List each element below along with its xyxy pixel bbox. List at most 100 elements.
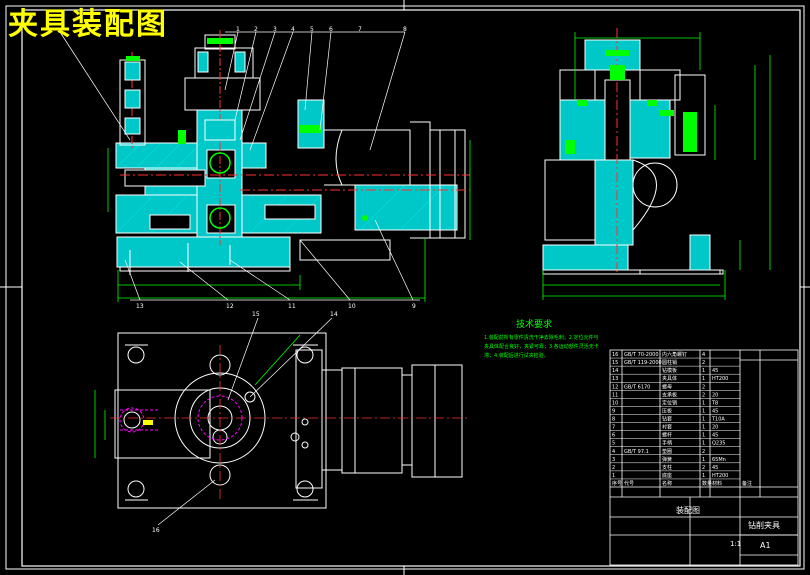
bom-cell: 45 <box>712 408 718 414</box>
bom-cell: 10 <box>612 400 618 406</box>
bom-cell: 4 <box>702 352 705 358</box>
balloon-11: 11 <box>288 303 296 310</box>
bom-cell: 1 <box>702 457 705 463</box>
bom-cell: 14 <box>612 368 618 374</box>
bom-header-cell: 备注 <box>742 480 752 487</box>
bom-cell: 13 <box>612 376 618 382</box>
bom-header-cell: 序号 <box>612 480 622 487</box>
bom-header-cell: 名称 <box>662 480 672 487</box>
bom-header-cell: 数量 <box>702 480 712 487</box>
assembly-name: 装配图 <box>676 506 700 515</box>
bom-cell: 1 <box>702 417 705 423</box>
bom-cell: GB/T 97.1 <box>624 449 649 455</box>
balloon-13: 13 <box>136 303 144 310</box>
technical-notes-title: 技术要求 <box>516 320 553 330</box>
bom-cell: 支承板 <box>662 391 677 398</box>
bom-cell: 15 <box>612 360 618 366</box>
bom-cell: 钻模板 <box>662 367 677 374</box>
scale-label: 1:1 <box>730 540 742 548</box>
bom-cell: T8 <box>711 400 718 406</box>
bom-cell: 手柄 <box>662 440 672 447</box>
bom-cell: HT200 <box>712 376 728 382</box>
bom-cell: GB/T 70-2000 <box>624 352 659 358</box>
bom-cell: 45 <box>712 368 718 374</box>
bom-cell: 螺母 <box>662 383 672 390</box>
sheet-size: A1 <box>760 541 771 550</box>
bom-cell: 钻套 <box>662 416 672 423</box>
bom-cell: 1 <box>702 473 705 479</box>
balloon-4: 4 <box>291 26 295 33</box>
balloon-3: 3 <box>273 26 277 33</box>
bom-cell: 2 <box>702 384 705 390</box>
balloon-12: 12 <box>226 303 234 310</box>
bom-cell: 1 <box>702 376 705 382</box>
bom-cell: 1 <box>702 433 705 439</box>
balloon-7: 7 <box>358 26 362 33</box>
bom-cell: 垫圈 <box>662 448 672 455</box>
bom-cell: T10A <box>711 417 725 423</box>
bom-cell: 2 <box>702 392 705 398</box>
front-section-view <box>107 30 471 302</box>
bom-cell: 弹簧 <box>662 456 672 463</box>
bom-cell: HT200 <box>712 473 728 479</box>
bom-cell: 圆柱销 <box>662 359 677 366</box>
balloon-labels-top: 1 2 3 4 5 6 7 8 13 12 11 10 9 <box>136 26 416 310</box>
fixture-name: 钻削夹具 <box>748 521 780 530</box>
bom-cell: 6 <box>612 433 615 439</box>
bom-cell: Q235 <box>712 441 725 447</box>
bom-cell: 4 <box>612 449 615 455</box>
bom-cell: 12 <box>612 384 618 390</box>
bom-cell: 底座 <box>662 472 672 479</box>
balloon-10: 10 <box>348 303 356 310</box>
bom-cell: 支柱 <box>662 464 672 471</box>
bom-cell: 2 <box>702 449 705 455</box>
bom-cell: 1 <box>702 425 705 431</box>
balloon-1: 1 <box>236 26 240 33</box>
drawing-title: 夹具装配图 <box>8 7 168 42</box>
bom-cell: 压板 <box>662 407 672 414</box>
balloon-15: 15 <box>252 311 260 318</box>
bom-header-cell: 材料 <box>712 480 722 487</box>
bom-cell: 20 <box>712 425 718 431</box>
plan-view: 15 14 16 <box>94 311 470 534</box>
bom-cell: 内六角螺钉 <box>662 351 687 358</box>
bom-cell: 11 <box>612 392 618 398</box>
balloon-16: 16 <box>152 527 160 534</box>
bom-cell: 2 <box>702 465 705 471</box>
bom-cell: 1 <box>702 400 705 406</box>
bom-cell: 1 <box>612 473 615 479</box>
bom-cell: 20 <box>712 392 718 398</box>
bom-cell: 16 <box>612 352 618 358</box>
bom-cell: 5 <box>612 441 615 447</box>
bom-cell: 2 <box>612 465 615 471</box>
bom-cell: 夹具体 <box>662 375 677 382</box>
bom-row-lines <box>610 357 740 480</box>
side-section-view <box>542 28 771 300</box>
balloon-5: 5 <box>310 26 314 33</box>
technical-notes-body: 1.装配前所有零件清洗干净去除毛刺；2.定位元件与夹具体配合良好，夹紧可靠；3.… <box>484 335 599 359</box>
front-view-leaders <box>59 31 420 301</box>
title-block <box>609 349 799 566</box>
bom-cell: 65Mn <box>712 457 726 463</box>
balloon-6: 6 <box>329 26 333 33</box>
bom-cell: GB/T 6170 <box>624 384 650 390</box>
bom-cell: 螺杆 <box>662 432 672 439</box>
bom-cell: GB/T 119-2000 <box>624 360 662 366</box>
bom-cell: 衬套 <box>662 424 672 431</box>
bom-cell: 定位销 <box>662 399 677 406</box>
bom-cell: 8 <box>612 417 615 423</box>
bom-cell: 2 <box>702 360 705 366</box>
bom-cell: 1 <box>702 408 705 414</box>
bom-cell: 3 <box>612 457 615 463</box>
balloon-8: 8 <box>403 26 407 33</box>
balloon-9: 9 <box>412 303 416 310</box>
bom-cell: 45 <box>712 465 718 471</box>
balloon-14: 14 <box>330 311 338 318</box>
bom-cell: 7 <box>612 425 615 431</box>
bom-cell: 45 <box>712 433 718 439</box>
bom-header-cell: 代号 <box>624 480 634 487</box>
balloon-2: 2 <box>254 26 258 33</box>
